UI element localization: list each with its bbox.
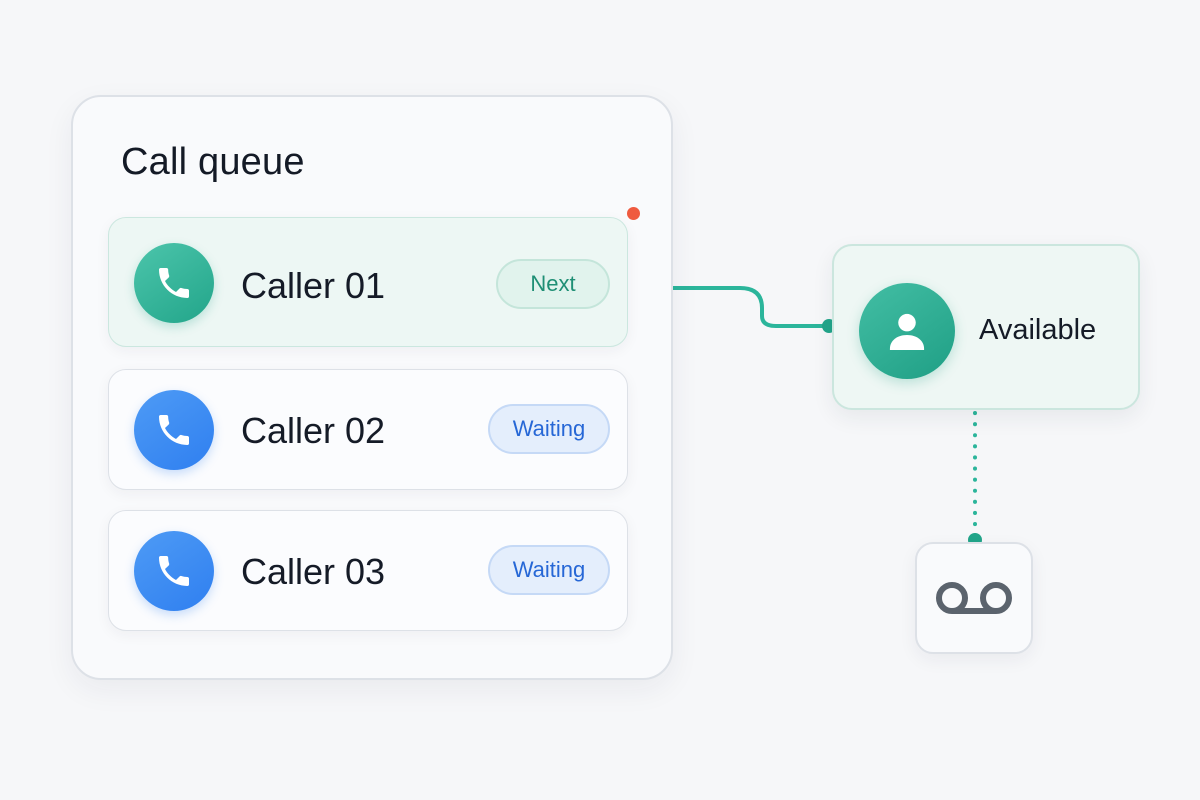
phone-icon [134, 390, 214, 470]
user-icon [859, 283, 955, 379]
agent-card[interactable]: Available [832, 244, 1140, 410]
phone-icon [134, 243, 214, 323]
queue-title: Call queue [121, 141, 305, 183]
caller-name: Caller 01 [241, 265, 386, 306]
voicemail-icon [936, 582, 1012, 614]
caller-name: Caller 02 [241, 410, 386, 451]
caller-row-02[interactable]: Caller 02 Waiting [108, 369, 628, 490]
notification-dot [627, 207, 640, 220]
status-badge-waiting: Waiting [488, 404, 610, 454]
voicemail-card[interactable] [915, 542, 1033, 654]
phone-icon [134, 531, 214, 611]
caller-row-01[interactable]: Caller 01 Next [108, 217, 628, 347]
status-badge-next: Next [496, 259, 610, 309]
status-badge-waiting: Waiting [488, 545, 610, 595]
caller-row-03[interactable]: Caller 03 Waiting [108, 510, 628, 631]
caller-name: Caller 03 [241, 551, 386, 592]
agent-status: Available [979, 314, 1097, 346]
